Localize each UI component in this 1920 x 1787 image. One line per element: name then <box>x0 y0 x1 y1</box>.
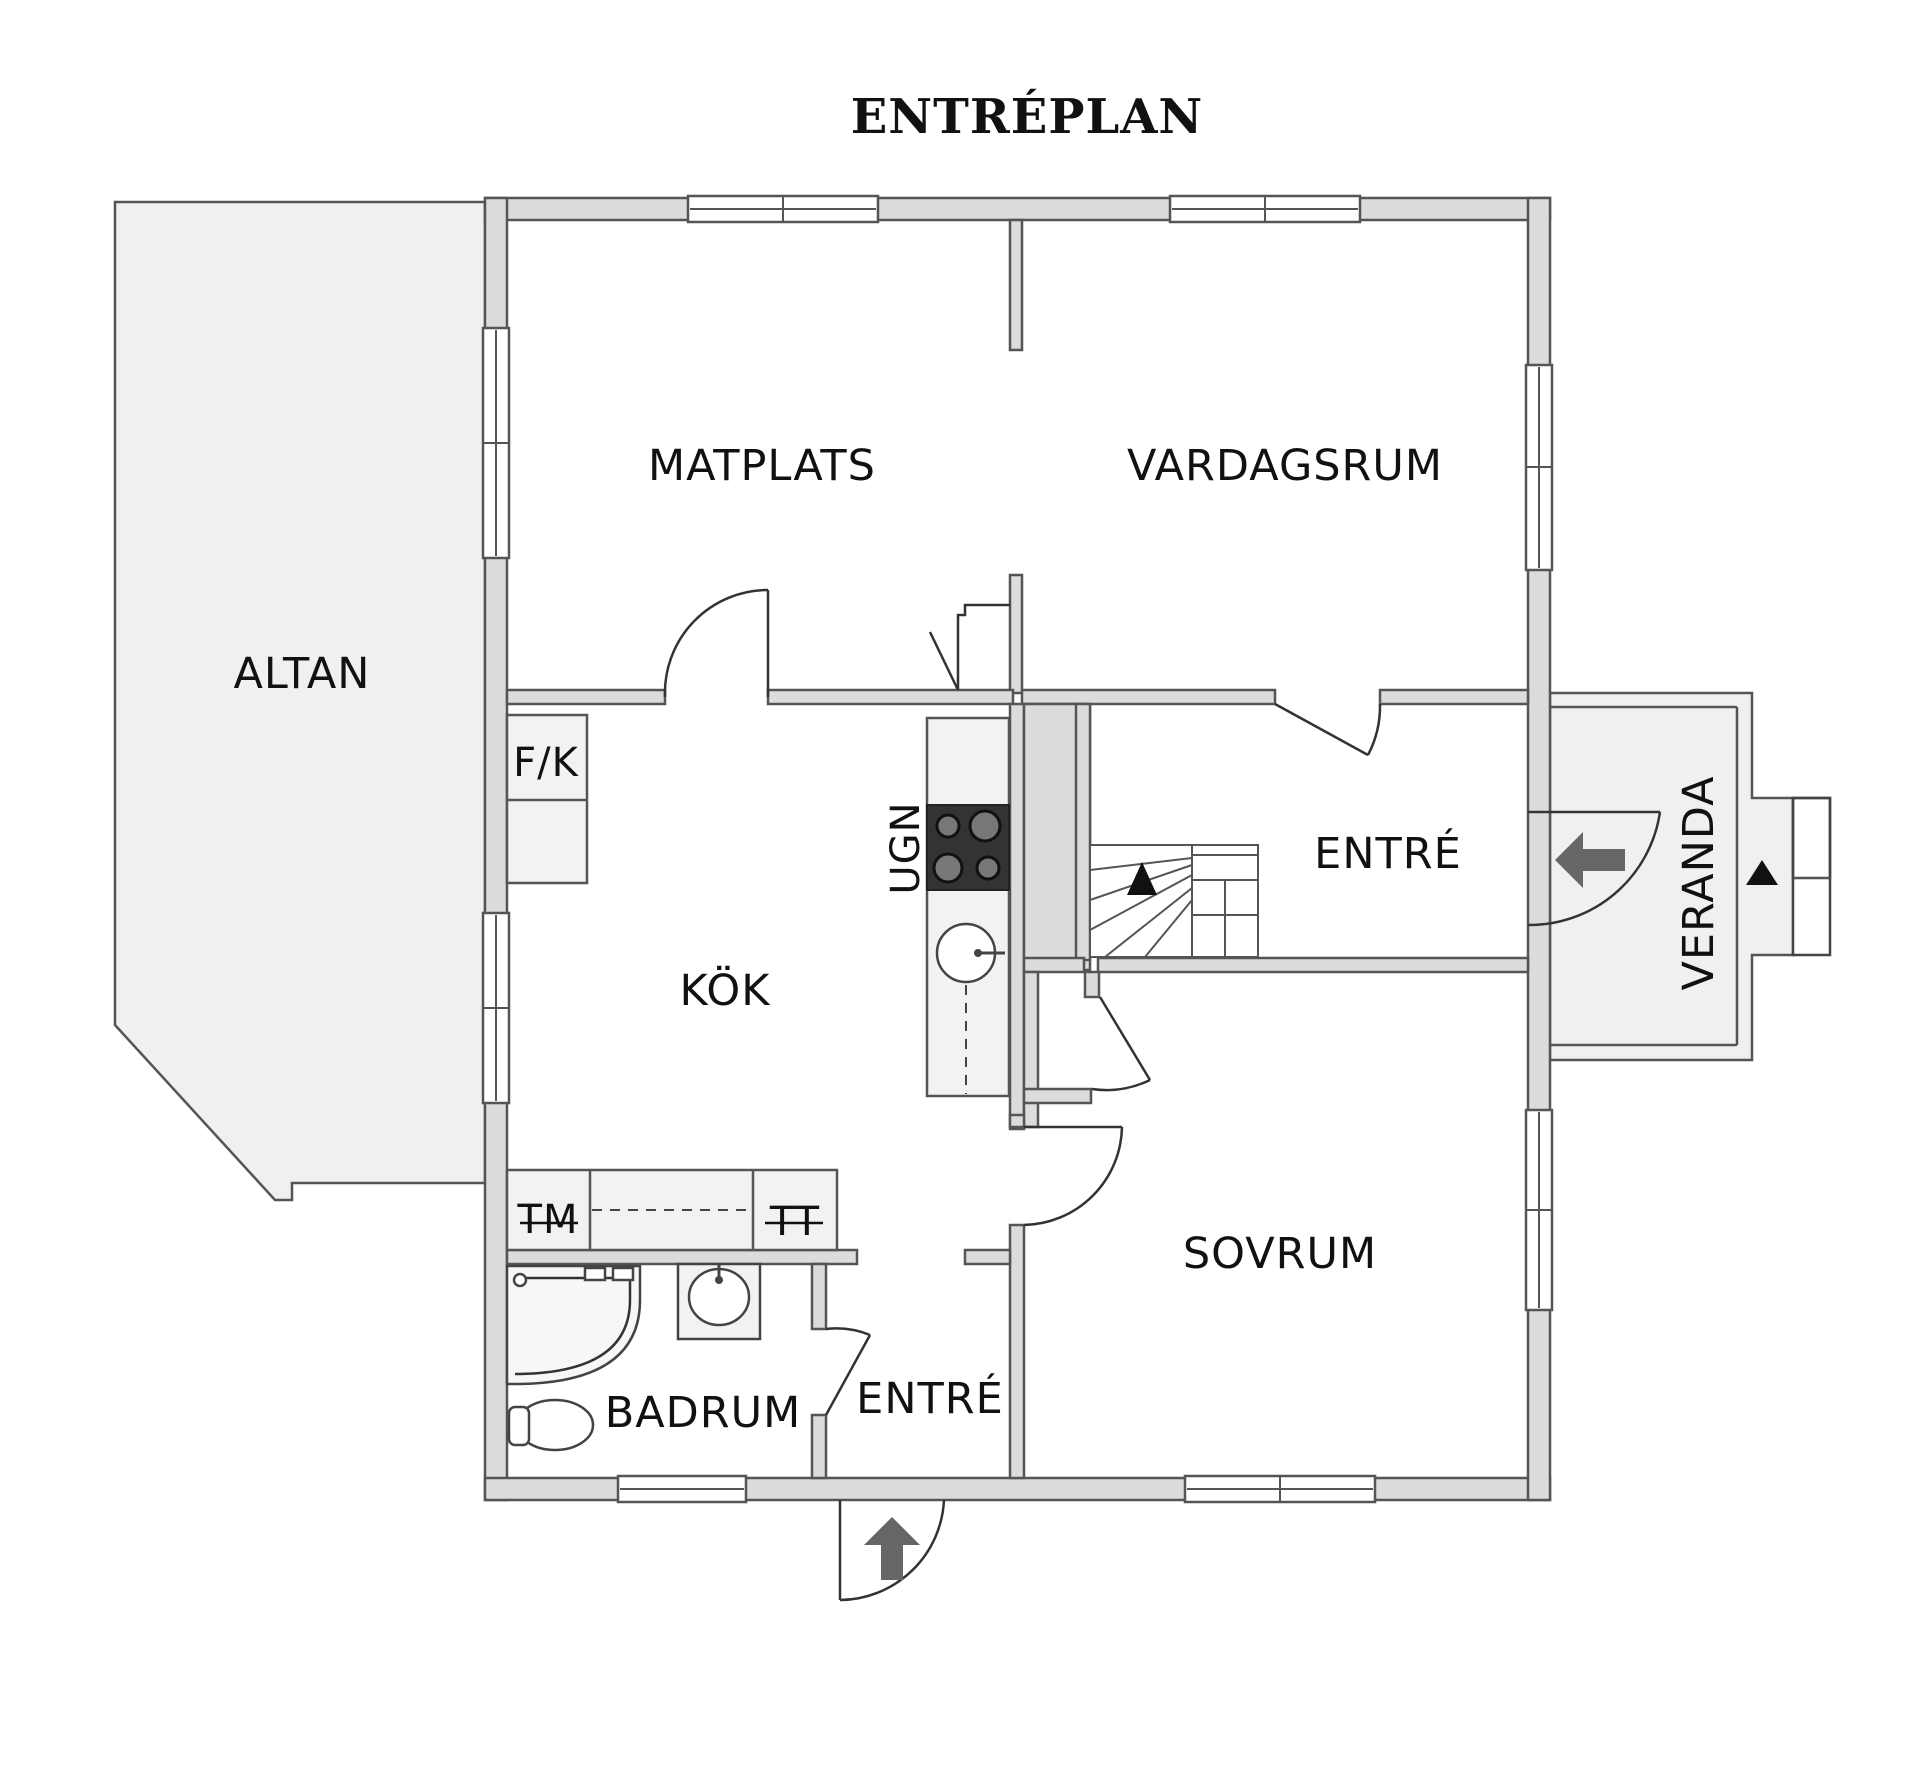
room-label-matplats: MATPLATS <box>648 441 876 491</box>
burner-icon <box>935 813 961 839</box>
arrow-left-icon <box>1555 832 1625 888</box>
fixture-label-oven: UGN <box>883 801 929 894</box>
bathroom-fixtures <box>505 1262 762 1452</box>
burner-icon <box>932 852 964 884</box>
fixture-label-washer: TM <box>517 1197 579 1243</box>
room-label-badrum: BADRUM <box>605 1388 801 1438</box>
entrance-arrows <box>864 832 1778 1580</box>
laundry-fixtures <box>505 1168 839 1252</box>
arrow-up-small-icon <box>1746 860 1778 885</box>
room-label-vardagsrum: VARDAGSRUM <box>1127 441 1443 491</box>
plan-title: ENTRÉPLAN <box>851 88 1204 145</box>
room-label-entre-upper: ENTRÉ <box>1314 828 1462 879</box>
interior-walls <box>505 218 1530 1480</box>
staircase <box>1089 844 1259 958</box>
altan-terrace <box>113 200 487 1202</box>
room-label-kok: KÖK <box>680 965 772 1016</box>
room-label-sovrum: SOVRUM <box>1183 1229 1377 1279</box>
arrow-up-icon <box>864 1517 920 1580</box>
kitchen-fixtures <box>505 713 1011 1098</box>
veranda-steps <box>1791 796 1832 957</box>
shower-icon <box>505 1264 642 1386</box>
fixture-label-fridge-freezer: F/K <box>513 740 579 786</box>
doors <box>663 588 1662 1602</box>
stair-direction-arrow-icon <box>1127 862 1157 895</box>
windows <box>481 194 1554 1504</box>
room-label-veranda: VERANDA <box>1674 775 1724 990</box>
burner-icon <box>968 809 1002 843</box>
kitchen-counter <box>925 716 1011 1098</box>
burner-icon <box>975 855 1001 881</box>
room-label-altan: ALTAN <box>234 649 371 699</box>
room-label-entre-lower: ENTRÉ <box>856 1373 1004 1424</box>
